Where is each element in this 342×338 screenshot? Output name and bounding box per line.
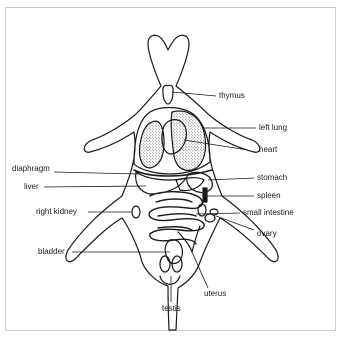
label-diaphragm: diaphragm xyxy=(12,165,50,173)
leader-uterus xyxy=(192,252,208,288)
right-lung-shape xyxy=(139,121,164,168)
label-bladder: bladder xyxy=(38,248,65,256)
right-kidney-shape xyxy=(132,206,140,218)
label-left-lung: left lung xyxy=(259,124,287,132)
label-right-kidney: right kidney xyxy=(36,208,77,216)
leader-diaphragm xyxy=(54,172,140,174)
label-uterus: uterus xyxy=(204,290,226,298)
label-ovary: ovary xyxy=(257,230,277,238)
label-small-intestine: small intestine xyxy=(243,209,294,217)
leader-small-intestine xyxy=(196,213,240,214)
label-stomach: stomach xyxy=(257,174,287,182)
label-thymus: thymus xyxy=(219,92,245,100)
bladder-shape xyxy=(165,240,182,264)
leader-liver xyxy=(44,186,146,187)
leader-thymus xyxy=(172,92,216,96)
label-testis: testis xyxy=(162,305,181,313)
label-heart: heart xyxy=(259,146,277,154)
body-outline xyxy=(66,35,278,330)
label-spleen: spleen xyxy=(257,192,281,200)
spleen-shape xyxy=(203,188,207,202)
label-liver: liver xyxy=(24,183,39,191)
testis-shape xyxy=(160,256,170,272)
thymus-shape xyxy=(163,85,173,104)
